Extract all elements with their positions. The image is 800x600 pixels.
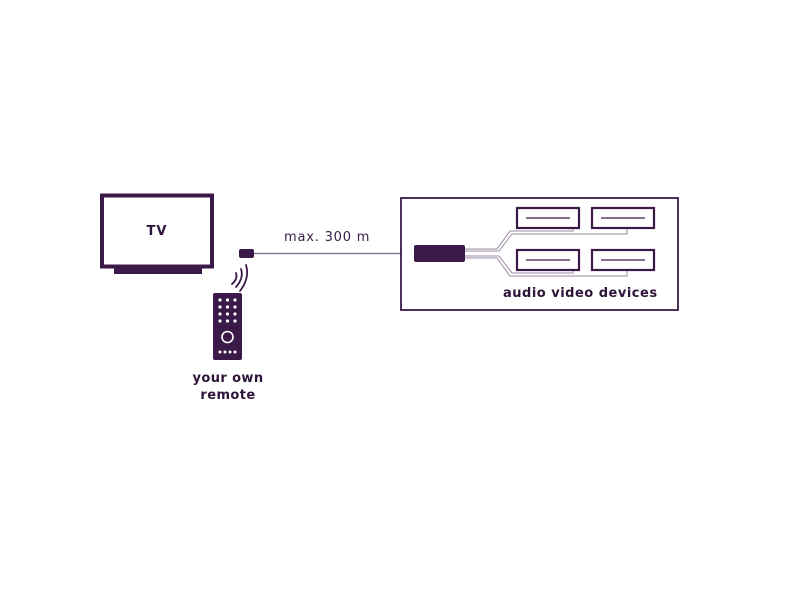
- remote-label: your own remote: [170, 370, 286, 404]
- remote-label-line1: your own: [192, 371, 264, 386]
- ir-hub-icon: [414, 245, 465, 262]
- branch-wires: [465, 228, 628, 277]
- tv-label: TV: [146, 224, 168, 239]
- av-device-icon: [515, 248, 581, 272]
- remote-control-icon: [213, 293, 242, 360]
- remote-label-line2: remote: [200, 388, 256, 403]
- av-device-icon: [590, 248, 656, 272]
- devices-label: audio video devices: [503, 286, 658, 301]
- cable-length-label: max. 300 m: [284, 230, 371, 245]
- tv-icon: [100, 193, 214, 274]
- av-device-icon: [515, 206, 581, 230]
- av-device-icon: [590, 206, 656, 230]
- ir-receiver-icon: [239, 249, 254, 258]
- ir-signal-icon: [231, 264, 249, 292]
